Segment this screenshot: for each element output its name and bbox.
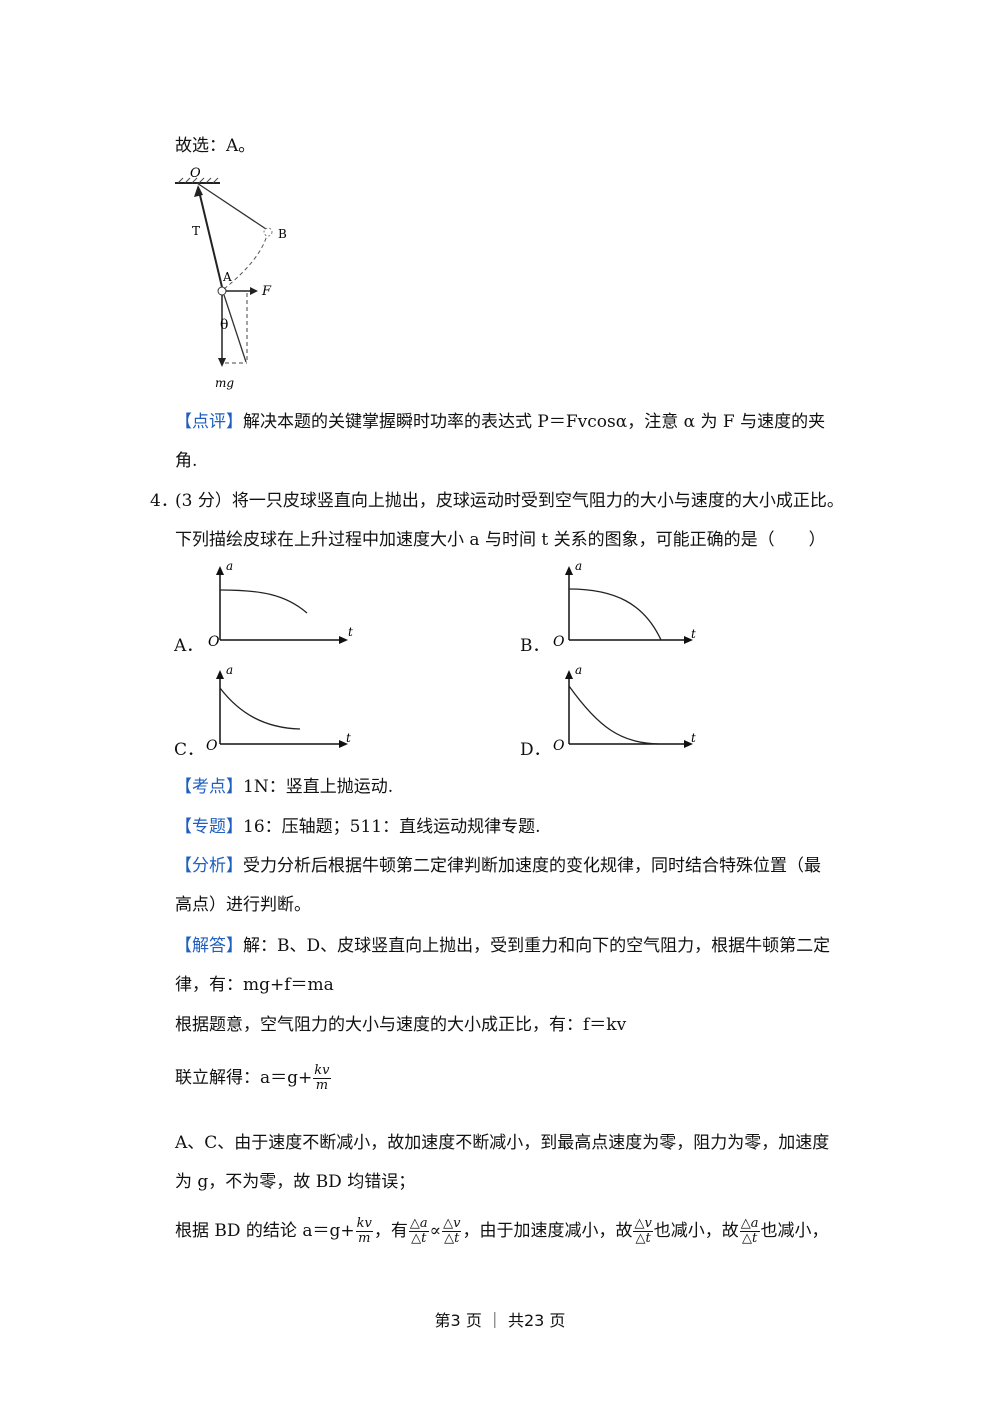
review-line-1: 【点评】解决本题的关键掌握瞬时功率的表达式 P＝Fvcosα，注意 α 为 F …	[175, 407, 825, 432]
question-4-number: 4．	[150, 491, 178, 511]
label-A: A	[222, 270, 232, 284]
label-T: T	[192, 224, 200, 238]
option-d-graph: a O t	[553, 663, 696, 754]
question-4-line-2: 下列描绘皮球在上升过程中加速度大小 a 与时间 t 关系的图象，可能正确的是（ …	[175, 530, 826, 550]
review-line-2: 角.	[175, 451, 198, 471]
fenxi-text: 受力分析后根据牛顿第二定律判断加速度的变化规律，同时结合特殊位置（最	[243, 856, 821, 876]
option-d-label: D．	[520, 740, 551, 760]
zhuanti-text: 16：压轴题；511：直线运动规律专题.	[243, 817, 541, 837]
line7-part-c: ，由于加速度减小，故	[462, 1221, 633, 1241]
label-theta: θ	[220, 317, 228, 333]
zhuanti-line: 【专题】16：压轴题；511：直线运动规律专题.	[175, 812, 540, 837]
fenxi-tag: 【分析】	[175, 856, 243, 876]
axis-t-label: t	[691, 627, 696, 641]
label-mg: mg	[215, 376, 234, 390]
axis-a-label: a	[575, 559, 582, 573]
axis-a-label: a	[575, 663, 582, 677]
pendulum-force-diagram: O B T A F mg θ	[175, 166, 287, 390]
jieda-line-6: 为 g，不为零，故 BD 均错误；	[175, 1172, 416, 1192]
axis-t-label: t	[346, 731, 351, 745]
origin-label: O	[553, 634, 565, 650]
line7-part-e: 也减小，	[760, 1221, 829, 1241]
fraction-dv-over-dt: △v△t	[633, 1216, 653, 1246]
axis-t-label: t	[348, 625, 353, 639]
fraction-da-over-dt: △a△t	[739, 1216, 760, 1246]
axis-a-label: a	[226, 559, 233, 573]
jieda-text: 解：B、D、皮球竖直向上抛出，受到重力和向下的空气阻力，根据牛顿第二定	[243, 936, 831, 956]
label-F: F	[261, 284, 272, 299]
review-text: 解决本题的关键掌握瞬时功率的表达式 P＝Fvcosα，注意 α 为 F 与速度的…	[243, 412, 826, 432]
line7-part-a: 根据 BD 的结论 a＝g+	[175, 1221, 355, 1241]
jieda-tag: 【解答】	[175, 936, 243, 956]
proportional-symbol: ∝	[429, 1221, 442, 1241]
jieda-line-1: 【解答】解：B、D、皮球竖直向上抛出，受到重力和向下的空气阻力，根据牛顿第二定	[175, 931, 830, 956]
zhuanti-tag: 【专题】	[175, 817, 243, 837]
label-B: B	[278, 227, 287, 241]
kaodian-text: 1N：竖直上抛运动.	[243, 777, 394, 797]
jieda-line-2: 律，有：mg+f＝ma	[175, 975, 334, 995]
jieda-line-5: A、C、由于速度不断减小，故加速度不断减小，到最高点速度为零，阻力为零，加速度	[175, 1133, 830, 1153]
option-a-label: A．	[174, 636, 204, 656]
axis-t-label: t	[691, 731, 696, 745]
question-4-line-1: (3 分）将一只皮球竖直向上抛出，皮球运动时受到空气阻力的大小与速度的大小成正比…	[175, 491, 844, 511]
fenxi-line-1: 【分析】受力分析后根据牛顿第二定律判断加速度的变化规律，同时结合特殊位置（最	[175, 851, 821, 876]
line7-part-d: 也减小，故	[653, 1221, 739, 1241]
kaodian-line: 【考点】1N：竖直上抛运动.	[175, 772, 393, 797]
origin-label: O	[206, 738, 218, 754]
fraction-da-over-dt: △a△t	[408, 1216, 429, 1246]
option-a-graph: a O t	[208, 559, 353, 650]
origin-label: O	[208, 634, 220, 650]
label-O: O	[190, 166, 201, 181]
review-tag: 【点评】	[175, 412, 243, 432]
origin-label: O	[553, 738, 565, 754]
jieda-line-3: 根据题意，空气阻力的大小与速度的大小成正比，有：f＝kv	[175, 1015, 627, 1035]
page-footer: 第3 页 ｜ 共23 页	[434, 1311, 566, 1330]
option-b-graph: a O t	[553, 559, 696, 650]
line7-part-b: ，有	[373, 1221, 408, 1241]
option-c-label: C．	[174, 740, 205, 760]
fraction-dv-over-dt: △v△t	[442, 1216, 462, 1246]
fenxi-line-2: 高点）进行判断。	[175, 895, 311, 915]
kaodian-tag: 【考点】	[175, 777, 243, 797]
axis-a-label: a	[226, 663, 233, 677]
option-b-label: B．	[520, 636, 550, 656]
formula-prefix: 联立解得：a＝g+	[175, 1068, 313, 1088]
previous-answer: 故选：A。	[175, 136, 256, 156]
option-c-graph: a O t	[206, 663, 351, 754]
